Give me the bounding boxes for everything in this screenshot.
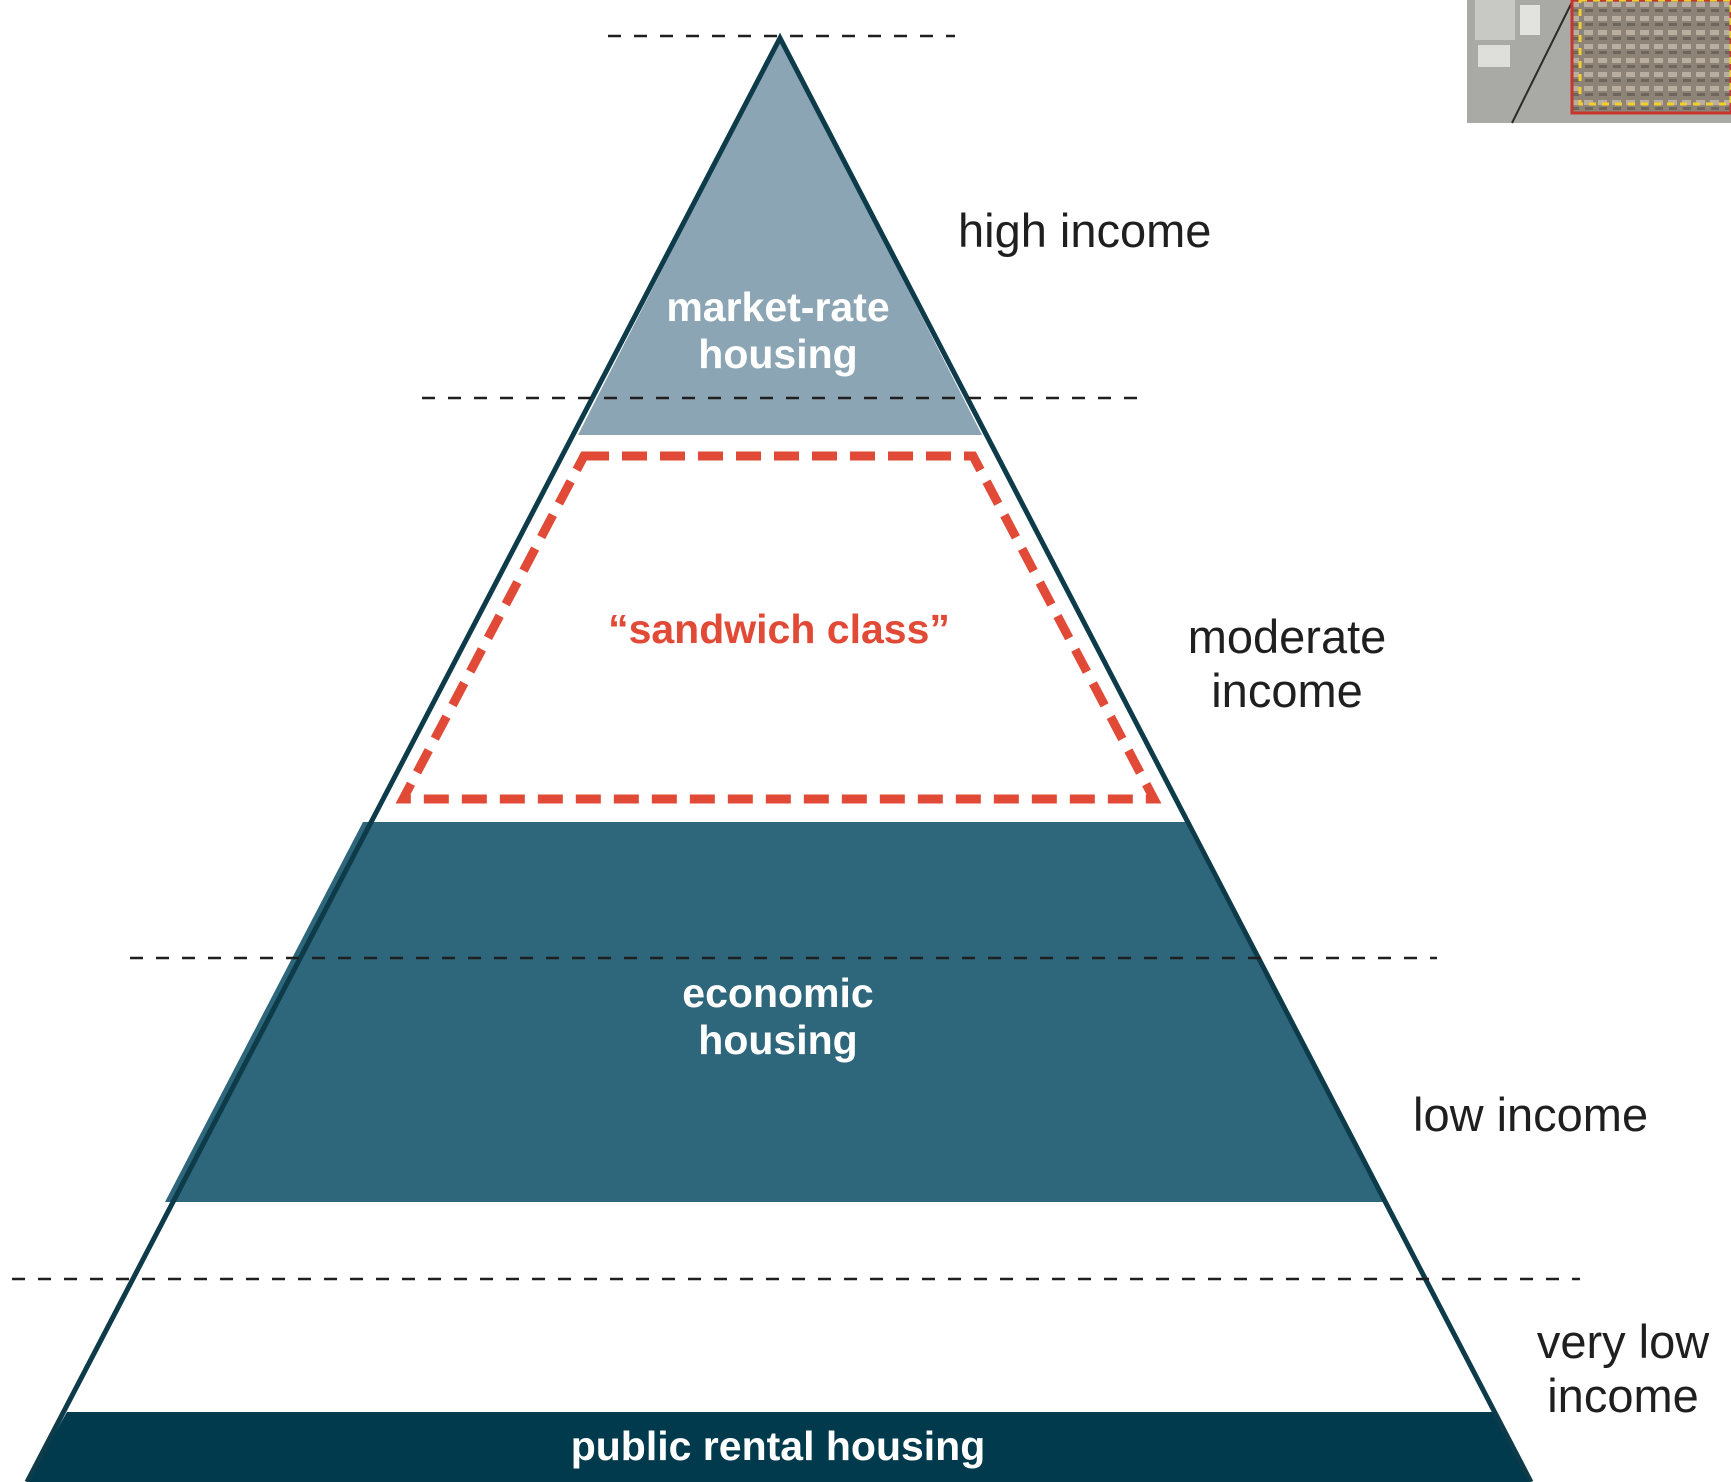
sandwich-class-outline bbox=[395, 451, 1162, 804]
market-rate-label-line2: housing bbox=[698, 331, 857, 377]
low-income-label: low income bbox=[1413, 1088, 1648, 1141]
pyramid-outline bbox=[24, 32, 1534, 1482]
market-rate-band bbox=[578, 38, 982, 435]
public-rental-band bbox=[27, 1412, 1531, 1482]
aerial-map-thumbnail bbox=[1467, 0, 1731, 124]
very-low-income-label-line2: income bbox=[1547, 1369, 1699, 1422]
moderate-income-label-line2: income bbox=[1211, 664, 1363, 717]
public-rental-housing-label: public rental housing bbox=[571, 1423, 986, 1469]
economic-housing-label-line1: economic bbox=[682, 970, 873, 1016]
economic-band bbox=[165, 822, 1383, 1202]
sandwich-class-label: “sandwich class” bbox=[608, 606, 950, 652]
high-income-label: high income bbox=[958, 204, 1211, 257]
very-low-income-label-line1: very low bbox=[1537, 1315, 1710, 1368]
market-rate-label-line1: market-rate bbox=[666, 284, 889, 330]
moderate-income-label-line1: moderate bbox=[1188, 610, 1387, 663]
economic-housing-label-line2: housing bbox=[698, 1017, 857, 1063]
